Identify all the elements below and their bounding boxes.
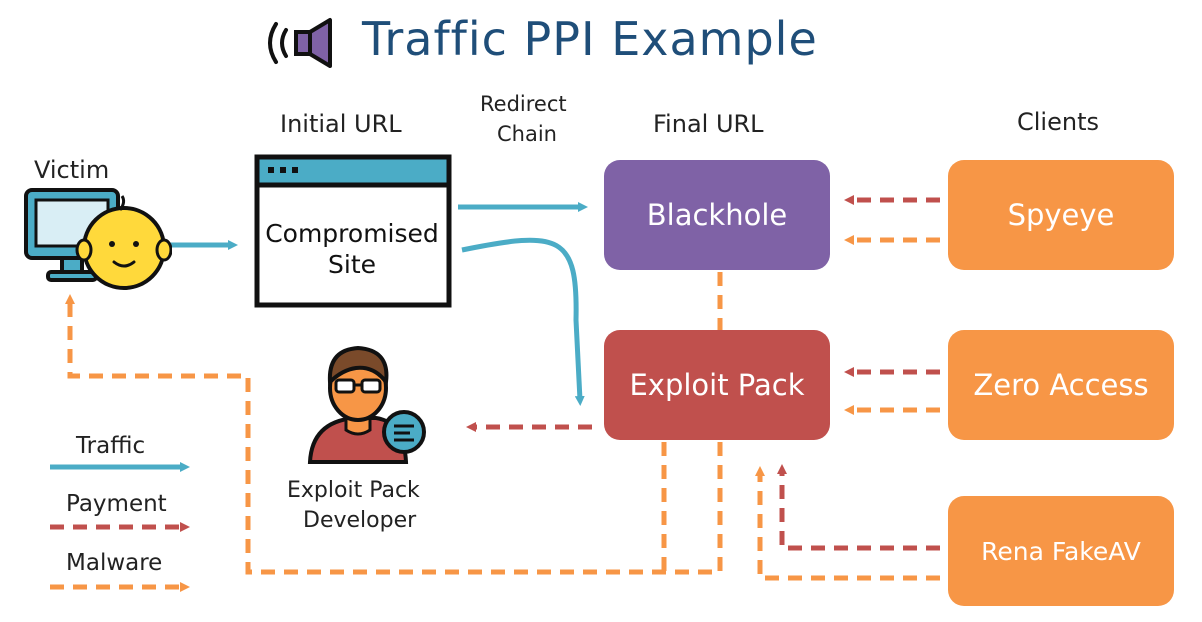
final-url-label: Final URL [653,110,764,138]
legend-payment-label: Payment [66,491,167,517]
developer-person-icon [300,338,430,472]
blackhole-node: Blackhole [604,160,830,270]
traffic-arrow-site-to-exploit-pack [461,237,585,406]
compromised-site-line1: Compromised [265,219,439,248]
page-title: Traffic PPI Example [362,12,818,66]
exploit-pack-node: Exploit Pack [604,330,830,440]
browser-window-icon [254,154,452,312]
zero-access-node: Zero Access [948,330,1174,440]
spyeye-node: Spyeye [948,160,1174,270]
developer-label-2: Developer [303,508,417,533]
legend-traffic-label: Traffic [76,433,146,459]
clients-label: Clients [1017,108,1099,136]
compromised-site-label: Compromised Site [258,218,446,280]
malware-arrow-rena-to-exploit-pack [755,466,940,581]
redirect-chain-label-1: Redirect [480,92,567,116]
computer-with-baby-icon [22,186,173,300]
speaker-icon [262,14,344,76]
compromised-site-line2: Site [328,250,376,279]
payment-arrow-rena-to-exploit-pack [777,464,940,551]
redirect-chain-label-2: Chain [497,122,557,146]
legend-malware-label: Malware [66,550,163,576]
initial-url-label: Initial URL [280,110,402,138]
malware-path-exploit-pack-to-victim-a [65,294,723,575]
developer-label-1: Exploit Pack [287,478,420,503]
victim-label: Victim [34,156,110,184]
rena-fakeav-node: Rena FakeAV [948,496,1174,606]
